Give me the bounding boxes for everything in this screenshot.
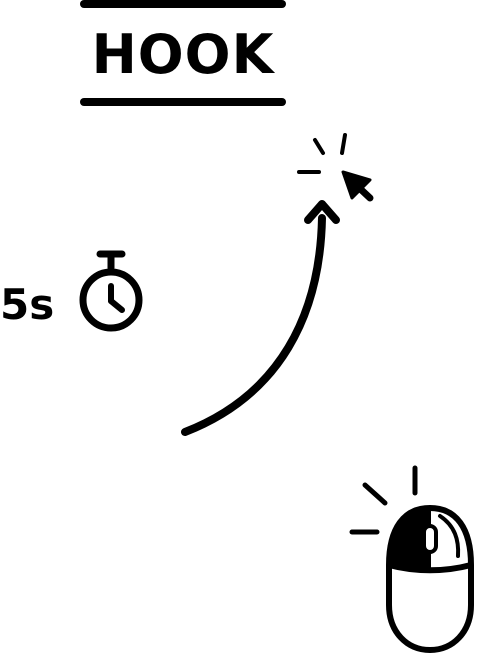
cursor-click-icon bbox=[297, 133, 374, 202]
page-title: HOOK bbox=[91, 23, 275, 86]
title-block: HOOK bbox=[80, 0, 286, 110]
title-rule-top bbox=[80, 0, 286, 8]
timer-label: 5s bbox=[0, 280, 55, 329]
mouse-click-icon bbox=[349, 465, 474, 653]
timer-block: 5s bbox=[0, 250, 150, 340]
title-rule-bottom bbox=[80, 98, 286, 106]
stopwatch-icon bbox=[79, 250, 143, 332]
curved-arrow-icon bbox=[181, 200, 340, 436]
